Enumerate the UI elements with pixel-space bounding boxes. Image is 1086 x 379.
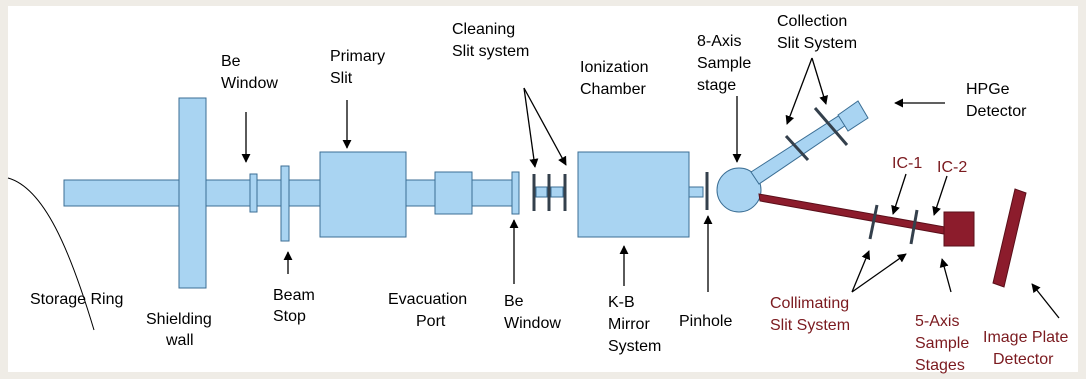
cleaning-slit-arrow bbox=[523, 87, 567, 166]
ic2-arrow bbox=[932, 175, 948, 216]
label-ic1: IC-1 bbox=[892, 155, 922, 172]
label-pinhole: Pinhole bbox=[679, 313, 732, 330]
label-sample-stages-5axis: 5-Axis Sample Stages bbox=[915, 313, 974, 374]
cleaning-slit-body bbox=[550, 186, 564, 198]
collimating-slit-arrow bbox=[851, 250, 871, 293]
cleaning-slit-arrow bbox=[523, 87, 539, 168]
label-kb-mirror: K-B Mirror System bbox=[608, 294, 661, 355]
label-primary-slit: Primary Slit bbox=[330, 48, 390, 87]
cleaning-slit-body bbox=[535, 186, 548, 198]
collection-slit-arrow bbox=[811, 57, 828, 105]
beam-stop bbox=[280, 165, 290, 242]
primary-slit bbox=[319, 151, 407, 238]
collimating-slit-arrow bbox=[851, 253, 907, 293]
collimating-slit-blade bbox=[909, 209, 919, 245]
beam-pipe-2 bbox=[205, 179, 251, 207]
label-collimating-slit: Collimating Slit System bbox=[770, 295, 854, 334]
sample-stages-5axis-arrow bbox=[939, 258, 952, 293]
be-window-1 bbox=[249, 173, 258, 213]
be-window-2 bbox=[511, 171, 520, 215]
collection-slit-arrow bbox=[785, 57, 813, 125]
collimating-slit-blade bbox=[868, 204, 879, 240]
label-sample-stage-8axis: 8-Axis Sample stage bbox=[697, 33, 756, 94]
label-beam-stop: Beam Stop bbox=[273, 287, 319, 325]
collection-slit-blade bbox=[784, 134, 810, 162]
sample-stage-8axis bbox=[716, 167, 762, 213]
beam-pipe-6 bbox=[688, 186, 704, 198]
label-collection-slit: Collection Slit System bbox=[777, 13, 857, 52]
image-plate-detector bbox=[992, 188, 1027, 288]
label-be-window-1: Be Window bbox=[221, 53, 278, 92]
sample-stages-5axis bbox=[943, 211, 975, 247]
beam-pipe-5 bbox=[471, 179, 513, 207]
label-shielding-wall: Shielding wall bbox=[146, 311, 216, 349]
storage-ring-arc bbox=[7, 177, 95, 331]
evacuation-port bbox=[434, 171, 473, 215]
label-cleaning-slit: Cleaning Slit system bbox=[452, 21, 529, 60]
beam-pipe-1 bbox=[63, 179, 180, 207]
hpge-detector bbox=[837, 100, 869, 132]
beam-pipe-4 bbox=[288, 179, 321, 207]
label-hpge-detector: HPGe Detector bbox=[966, 81, 1027, 120]
image-plate-arrow bbox=[1031, 283, 1060, 319]
label-ic2: IC-2 bbox=[937, 159, 967, 176]
ic1-arrow bbox=[891, 173, 907, 215]
hpge-detector-arm bbox=[750, 112, 850, 185]
label-be-window-2: Be Window bbox=[504, 293, 561, 332]
label-image-plate: Image Plate Detector bbox=[983, 329, 1073, 368]
shielding-wall bbox=[178, 97, 207, 289]
beam-pipe-3 bbox=[256, 179, 282, 207]
kb-mirror-system bbox=[577, 151, 690, 238]
label-ionization-chamber: Ionization Chamber bbox=[580, 59, 653, 98]
label-evacuation-port: Evacuation Port bbox=[388, 291, 472, 330]
collection-slit-blade bbox=[813, 107, 849, 146]
evacuation-pipe bbox=[405, 179, 436, 207]
label-storage-ring: Storage Ring bbox=[30, 291, 123, 308]
